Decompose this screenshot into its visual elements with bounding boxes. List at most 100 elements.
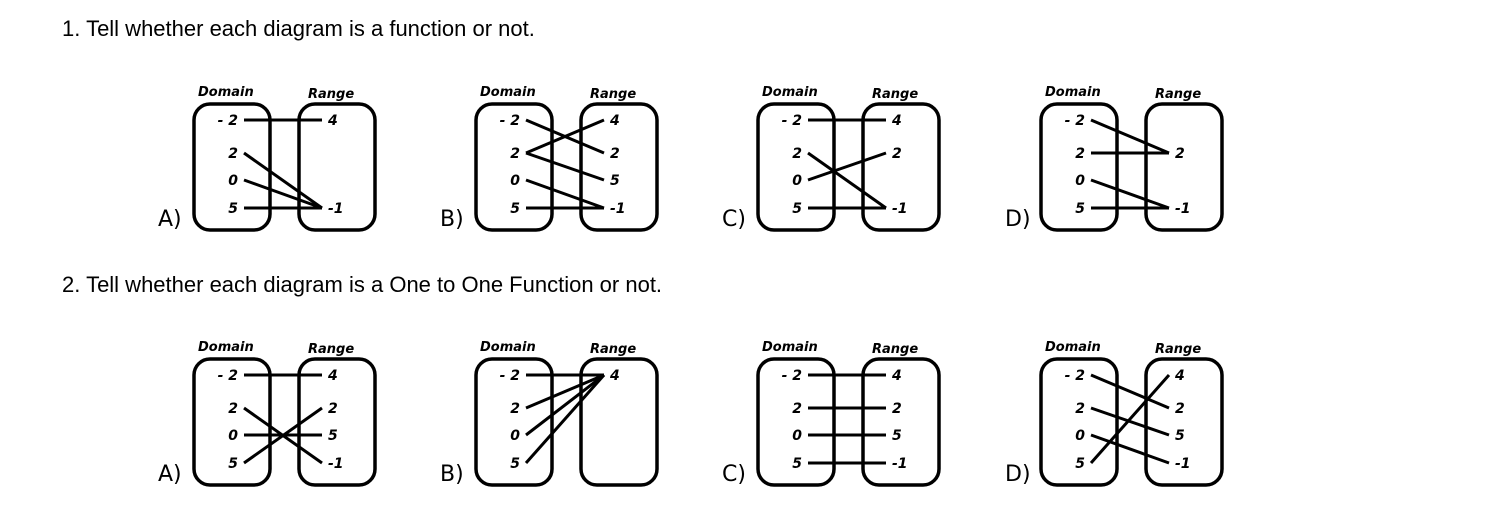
domain-value: 2: [792, 401, 802, 417]
domain-value: 5: [792, 456, 802, 472]
range-value: 4: [327, 368, 338, 384]
domain-value: 5: [228, 201, 238, 217]
range-value: 2: [610, 146, 620, 162]
mapping-arrow: [1090, 373, 1170, 410]
range-box: [579, 357, 659, 487]
range-value: -1: [328, 201, 344, 217]
domain-value: 5: [228, 456, 238, 472]
diagram-label: B): [440, 207, 464, 232]
domain-value: 0: [792, 173, 802, 189]
domain-heading: Domain: [762, 85, 818, 100]
domain-box: [756, 102, 836, 232]
domain-value: - 2: [500, 113, 520, 129]
mapping-arrow: [243, 151, 323, 210]
range-value: -1: [1175, 456, 1191, 472]
domain-value: 0: [1075, 428, 1085, 444]
range-heading: Range: [872, 87, 918, 102]
mapping-arrow: [525, 178, 605, 210]
range-box: [861, 102, 941, 232]
domain-heading: Domain: [762, 340, 818, 355]
domain-heading: Domain: [198, 340, 254, 355]
range-value: 2: [1175, 401, 1185, 417]
domain-heading: Domain: [480, 85, 536, 100]
mapping-arrow: [525, 373, 605, 437]
domain-box: [192, 102, 272, 232]
range-box: [297, 357, 377, 487]
range-value: -1: [892, 456, 908, 472]
range-value: 4: [609, 113, 620, 129]
range-value: 5: [892, 428, 902, 444]
domain-value: 5: [1075, 456, 1085, 472]
range-value: 2: [892, 401, 902, 417]
mapping-arrow: [1090, 433, 1170, 465]
domain-heading: Domain: [1045, 340, 1101, 355]
range-heading: Range: [1155, 87, 1201, 102]
range-value: 2: [1175, 146, 1185, 162]
domain-value: 0: [228, 428, 238, 444]
range-heading: Range: [308, 87, 354, 102]
range-value: -1: [328, 456, 344, 472]
domain-value: 0: [792, 428, 802, 444]
range-heading: Range: [590, 342, 636, 357]
domain-value: - 2: [218, 113, 238, 129]
diagram-label: C): [722, 207, 746, 232]
domain-box: [1039, 357, 1119, 487]
domain-value: 2: [1075, 146, 1085, 162]
domain-value: 5: [1075, 201, 1085, 217]
range-value: 5: [610, 173, 620, 189]
mapping-arrow: [243, 178, 323, 210]
diagram-label: C): [722, 462, 746, 487]
domain-heading: Domain: [198, 85, 254, 100]
mapping-arrow: [1090, 406, 1170, 437]
mapping-arrow: [807, 151, 887, 182]
range-box: [1144, 357, 1224, 487]
diagram-label: B): [440, 462, 464, 487]
mapping-arrow: [525, 151, 605, 182]
diagram-label: A): [158, 207, 182, 232]
mapping-arrow: [525, 373, 605, 410]
domain-heading: Domain: [1045, 85, 1101, 100]
diagram-label: D): [1005, 462, 1031, 487]
mapping-arrow: [1090, 178, 1170, 210]
mapping-arrow: [243, 406, 323, 465]
domain-value: - 2: [782, 368, 802, 384]
domain-box: [474, 102, 554, 232]
range-heading: Range: [590, 87, 636, 102]
domain-value: 2: [792, 146, 802, 162]
domain-value: - 2: [500, 368, 520, 384]
question-1-title: 1. Tell whether each diagram is a functi…: [62, 16, 535, 41]
domain-value: - 2: [1065, 113, 1085, 129]
range-value: 5: [1175, 428, 1185, 444]
mapping-arrow: [525, 118, 605, 155]
mapping-arrow: [524, 374, 606, 464]
domain-value: - 2: [782, 113, 802, 129]
question-2-title: 2. Tell whether each diagram is a One to…: [62, 272, 663, 297]
range-box: [861, 357, 941, 487]
mapping-arrow: [807, 151, 887, 210]
domain-value: 2: [228, 146, 238, 162]
range-value: 4: [1174, 368, 1185, 384]
range-box: [579, 102, 659, 232]
domain-value: 2: [228, 401, 238, 417]
range-heading: Range: [1155, 342, 1201, 357]
domain-box: [1039, 102, 1119, 232]
domain-value: - 2: [218, 368, 238, 384]
range-value: 2: [328, 401, 338, 417]
range-value: -1: [1175, 201, 1191, 217]
domain-value: 0: [510, 428, 520, 444]
domain-value: 5: [510, 456, 520, 472]
domain-value: - 2: [1065, 368, 1085, 384]
